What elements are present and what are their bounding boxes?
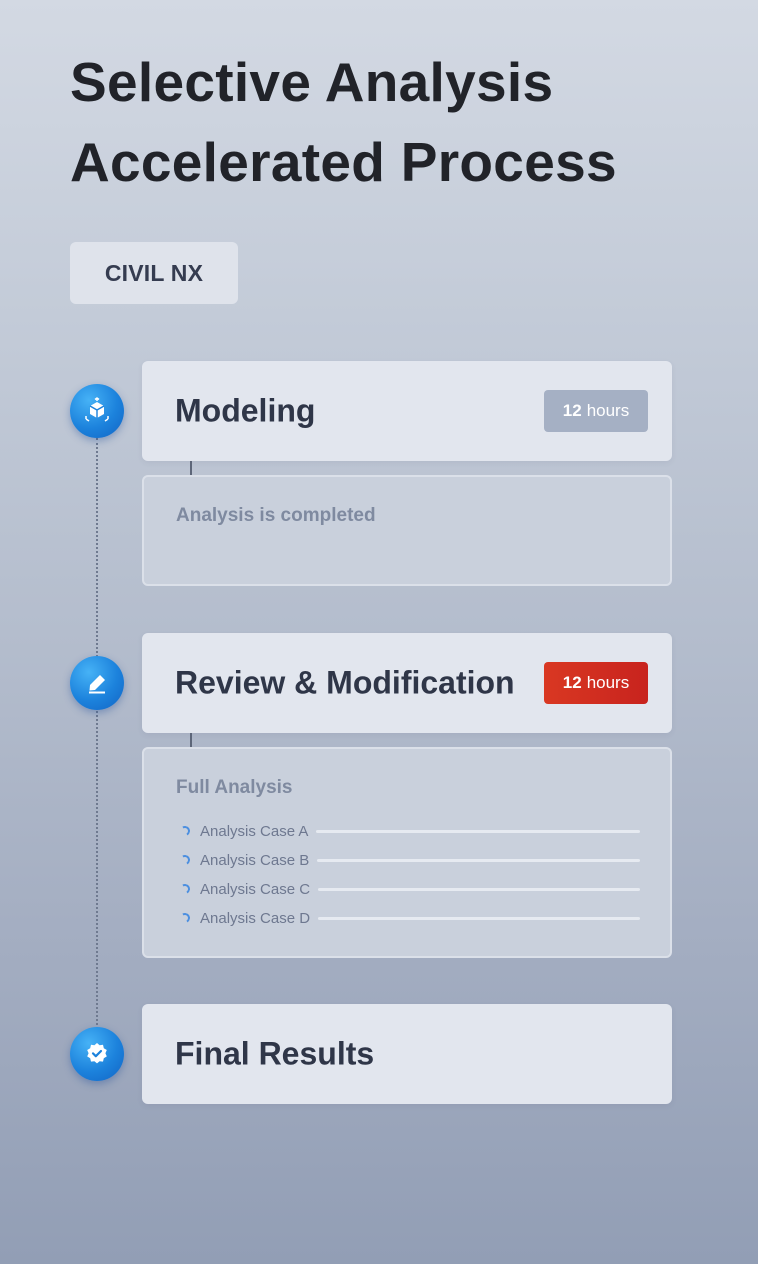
analysis-case-row: Analysis Case A xyxy=(178,821,640,841)
step-detail-review: Full Analysis Analysis Case A Analysis C… xyxy=(142,747,672,958)
duration-badge: 12 hours xyxy=(544,662,648,704)
product-chip: CIVIL NX xyxy=(70,242,238,304)
analysis-case-row: Analysis Case C xyxy=(178,879,640,899)
analysis-case-row: Analysis Case D xyxy=(178,908,640,928)
analysis-case-label: Analysis Case B xyxy=(200,851,310,869)
step-card-review[interactable]: Review & Modification 12 hours xyxy=(142,633,672,733)
analysis-case-progress xyxy=(318,916,640,920)
page-title-line-2: Accelerated Process xyxy=(70,131,617,193)
analysis-case-progress xyxy=(316,829,640,833)
analysis-case-label: Analysis Case A xyxy=(200,822,309,840)
page-title: Selective Analysis Accelerated Process xyxy=(70,42,730,202)
detail-heading: Full Analysis xyxy=(176,777,293,798)
loading-spinner-icon xyxy=(178,882,192,896)
step-card-final-results[interactable]: Final Results xyxy=(142,1004,672,1104)
analysis-case-progress xyxy=(318,887,640,891)
page-title-line-1: Selective Analysis xyxy=(70,51,554,113)
analysis-case-label: Analysis Case D xyxy=(200,909,311,927)
card-connector xyxy=(190,461,192,475)
detail-status-text: Analysis is completed xyxy=(176,505,376,526)
analysis-case-progress xyxy=(317,858,640,862)
verified-badge-icon xyxy=(70,1027,124,1081)
analysis-case-label: Analysis Case C xyxy=(200,880,311,898)
loading-spinner-icon xyxy=(178,911,192,925)
analysis-case-row: Analysis Case B xyxy=(178,850,640,870)
step-detail-modeling: Analysis is completed xyxy=(142,475,672,586)
edit-pencil-icon xyxy=(70,656,124,710)
loading-spinner-icon xyxy=(178,853,192,867)
duration-unit: hours xyxy=(586,401,630,420)
step-card-modeling[interactable]: Modeling 12 hours xyxy=(142,361,672,461)
duration-unit: hours xyxy=(586,673,630,692)
model-box-icon xyxy=(70,384,124,438)
duration-value: 12 xyxy=(562,401,582,420)
card-connector xyxy=(190,733,192,747)
step-title: Modeling xyxy=(175,392,316,429)
duration-badge: 12 hours xyxy=(544,390,648,432)
step-title: Final Results xyxy=(175,1035,375,1072)
duration-value: 12 xyxy=(562,673,582,692)
loading-spinner-icon xyxy=(178,824,192,838)
timeline-dotted-line xyxy=(96,438,98,1053)
step-title: Review & Modification xyxy=(175,664,515,701)
